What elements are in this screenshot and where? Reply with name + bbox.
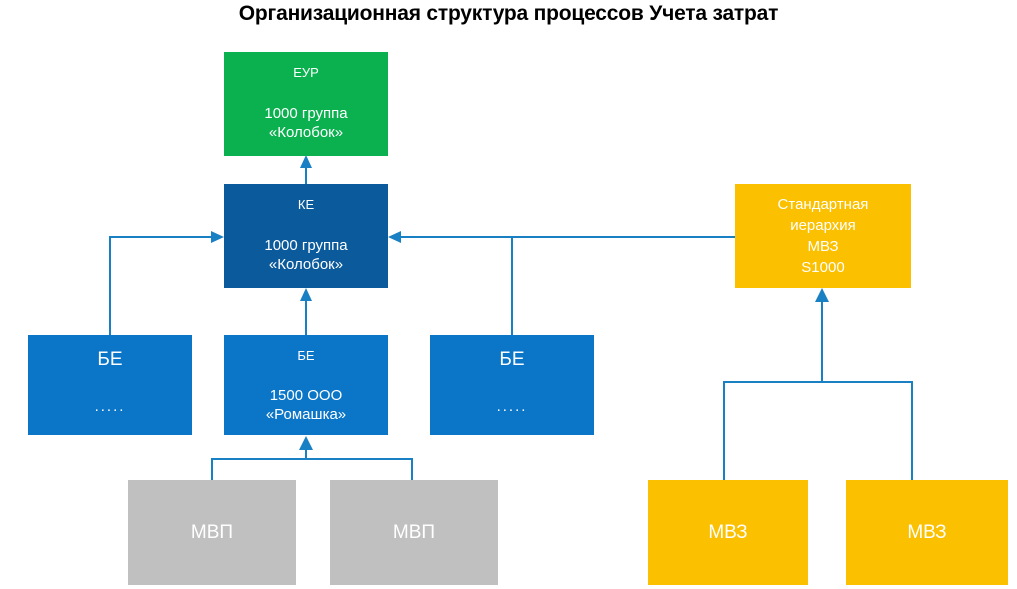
node-be-3[interactable]: БЕ ..... [430,335,594,435]
connector-mvp-bus-to-be2 [211,436,413,480]
connector-be1-to-ke [109,231,224,335]
node-be-1-label: БЕ [97,349,123,370]
node-ke[interactable]: КЕ 1000 группа «Колобок» [224,184,388,288]
connector-hierarchy-to-ke [388,231,735,243]
node-be-3-detail: ..... [496,398,528,415]
node-mvp-2[interactable]: МВП [330,480,498,585]
node-mvz-2-label: МВЗ [907,521,947,543]
node-eur-label: ЕУР [293,65,319,80]
node-be-1[interactable]: БЕ ..... [28,335,192,435]
node-be-3-label: БЕ [499,349,525,370]
node-eur-detail: 1000 группа «Колобок» [264,105,348,141]
node-ke-detail: 1000 группа «Колобок» [264,237,348,273]
connector-be3-to-ke [400,236,513,335]
node-mvp-1[interactable]: МВП [128,480,296,585]
node-be-2-label: БЕ [297,348,315,363]
node-be-1-detail: ..... [94,398,126,415]
node-standard-hierarchy-mvz[interactable]: Стандартная иерархия МВЗ S1000 [735,184,911,288]
connector-ke-to-eur [300,155,312,184]
node-mvz-2[interactable]: МВЗ [846,480,1008,585]
node-standard-hierarchy-mvz-label: Стандартная иерархия МВЗ S1000 [777,196,869,276]
node-mvz-1-label: МВЗ [708,521,748,543]
node-be-2-detail: 1500 ООО «Ромашка» [265,387,347,423]
connector-be2-to-ke [300,288,312,335]
node-ke-label: КЕ [297,197,315,212]
node-mvz-1[interactable]: МВЗ [648,480,808,585]
page-title: Организационная структура процессов Учет… [238,2,779,25]
node-mvp-1-label: МВП [190,521,234,543]
node-eur[interactable]: ЕУР 1000 группа «Колобок» [224,52,388,156]
node-be-2[interactable]: БЕ 1500 ООО «Ромашка» [224,335,388,435]
connector-mvz-bus-to-hierarchy [723,288,913,480]
node-mvp-2-label: МВП [392,521,436,543]
